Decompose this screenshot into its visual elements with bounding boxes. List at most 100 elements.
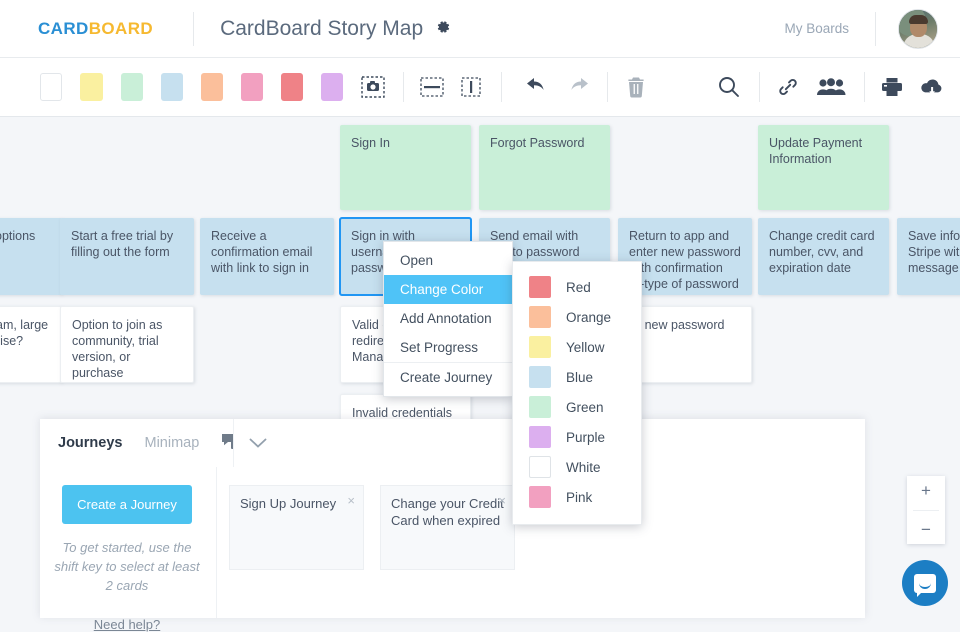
card-save-to-stripe[interactable]: Save information to Stripe with success … [897,218,960,295]
color-option-pink[interactable]: Pink [513,482,641,512]
card-text: Change credit card number, cvv, and expi… [769,229,875,275]
color-submenu[interactable]: Red Orange Yellow Blue Green Purple Whit… [512,261,642,525]
context-menu-item-create-journey[interactable]: Create Journey [384,362,512,392]
toolbar-divider-2 [501,72,502,102]
color-swatch-blue [529,366,551,388]
card-options[interactable]: options [0,218,62,295]
screenshot-icon[interactable] [361,72,385,102]
journey-card-sign-up[interactable]: Sign Up Journey × [229,485,364,570]
card-option-to-join[interactable]: Option to join as community, trial versi… [60,306,194,383]
journey-card-title: Change your Credit Card when expired [391,496,504,528]
color-option-label: Purple [566,429,606,445]
cardboard-logo[interactable]: CARDBOARD [38,19,153,39]
color-option-label: Green [566,399,604,415]
swatch-purple[interactable] [320,73,343,101]
card-change-credit-card[interactable]: Change credit card number, cvv, and expi… [758,218,889,295]
context-menu-label: Change Color [400,282,484,297]
gear-icon[interactable] [435,19,451,38]
color-option-white[interactable]: White [513,452,641,482]
card-team-enterprise[interactable]: am, large rise? [0,306,62,383]
toolbar-divider-1 [402,72,404,102]
journey-card-title: Sign Up Journey [240,496,337,511]
my-boards-link[interactable]: My Boards [784,21,849,36]
swatch-pink[interactable] [240,73,263,101]
context-menu-item-change-color[interactable]: Change Color ▶ [384,275,521,304]
header-right: My Boards [784,8,960,49]
header-divider-2 [875,11,876,46]
close-icon[interactable]: × [347,493,355,508]
context-menu-item-add-annotation[interactable]: Add Annotation [384,304,512,333]
card-text: options [0,229,36,243]
app-header: CARDBOARD CardBoard Story Map My Boards [0,0,960,58]
swatch-red[interactable] [280,73,303,101]
card-context-menu[interactable]: Open Change Color ▶ Add Annotation Set P… [383,241,521,397]
swatch-orange[interactable] [200,73,223,101]
color-option-red[interactable]: Red [513,272,641,302]
card-sign-in[interactable]: Sign In [340,125,471,210]
color-swatch-white [529,456,551,478]
card-forgot-password[interactable]: Forgot Password [479,125,610,210]
board-canvas[interactable]: options Start a free trial by filling ou… [0,117,960,618]
card-free-trial[interactable]: Start a free trial by filling out the fo… [60,218,194,295]
swatch-blue[interactable] [160,73,183,101]
print-icon[interactable] [880,72,904,102]
add-row-icon[interactable] [419,72,444,102]
card-update-payment-info[interactable]: Update Payment Information [758,125,889,210]
card-text: Receive a confirmation email with link t… [211,229,313,275]
redo-icon[interactable] [566,72,590,102]
swatch-white[interactable] [40,73,63,101]
avatar-hair [909,14,928,24]
journeys-tabs: Journeys Minimap [40,419,865,467]
journeys-list: Sign Up Journey × Change your Credit Car… [217,467,515,618]
journeys-sidebar: Create a Journey To get started, use the… [40,467,217,632]
search-icon[interactable] [717,72,741,102]
avatar[interactable] [898,8,938,49]
journeys-hint: To get started, use the shift key to sel… [54,540,200,593]
context-menu-label: Create Journey [400,370,493,385]
close-icon[interactable]: × [498,493,506,508]
color-option-purple[interactable]: Purple [513,422,641,452]
context-menu-item-set-progress[interactable]: Set Progress [384,333,512,362]
trash-icon[interactable] [624,72,648,102]
toolbar-divider-4 [759,72,760,102]
card-text: Forgot Password [490,136,585,150]
color-option-label: Yellow [566,339,605,355]
collaborators-icon[interactable] [816,72,846,102]
add-column-icon[interactable] [460,72,484,102]
create-journey-button[interactable]: Create a Journey [62,485,192,524]
color-option-label: White [566,459,601,475]
need-help-link[interactable]: Need help? [93,617,161,632]
color-swatch-yellow [529,336,551,358]
card-text: Invalid credentials [352,406,453,420]
card-confirmation-email[interactable]: Receive a confirmation email with link t… [200,218,334,295]
color-option-orange[interactable]: Orange [513,302,641,332]
chevron-down-icon[interactable] [234,419,282,467]
swatch-yellow[interactable] [80,73,103,101]
color-swatch-green [529,396,551,418]
undo-icon[interactable] [526,72,550,102]
card-text: am, large rise? [0,318,49,348]
journey-card-change-credit-card[interactable]: Change your Credit Card when expired × [380,485,515,570]
tab-minimap[interactable]: Minimap [144,435,200,451]
intercom-chat-button[interactable] [902,560,948,606]
header-divider [193,11,195,46]
link-icon[interactable] [776,72,800,102]
color-option-label: Red [566,279,591,295]
color-option-green[interactable]: Green [513,392,641,422]
download-cloud-icon[interactable] [920,72,944,102]
swatch-green[interactable] [120,73,143,101]
chat-bubble-icon [914,573,936,597]
page-title: CardBoard Story Map [220,16,424,40]
color-option-blue[interactable]: Blue [513,362,641,392]
zoom-in-button[interactable]: + [921,480,931,500]
color-swatch-red [529,276,551,298]
color-option-yellow[interactable]: Yellow [513,332,641,362]
card-text: Update Payment Information [769,136,863,166]
context-menu-item-open[interactable]: Open [384,246,512,275]
zoom-out-button[interactable]: − [921,519,931,539]
card-text: re new password [630,318,725,332]
toolbar-divider-3 [607,72,608,102]
color-swatch-pink [529,486,551,508]
color-option-label: Orange [566,309,612,325]
tab-journeys[interactable]: Journeys [58,435,123,451]
